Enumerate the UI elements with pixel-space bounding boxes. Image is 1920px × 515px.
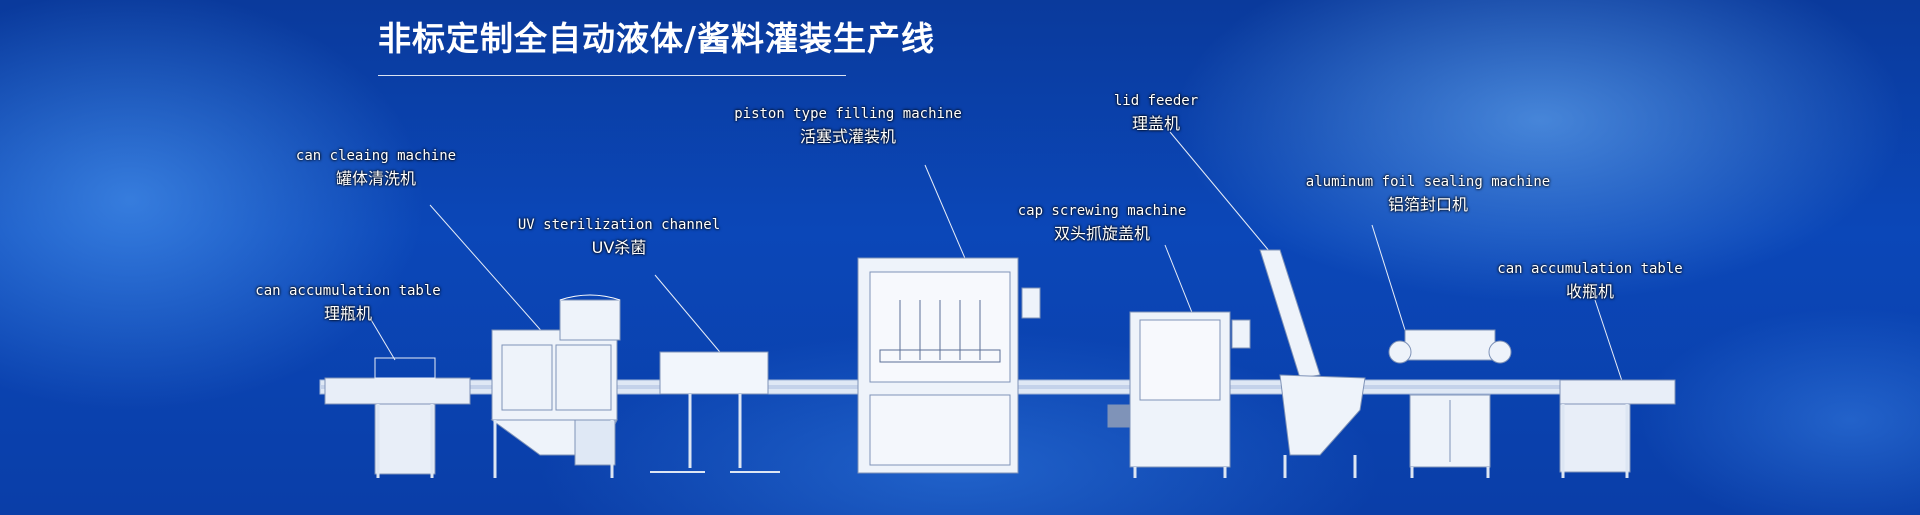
label-cap-screwing: cap screwing machine 双头抓旋盖机 [1018, 202, 1187, 245]
cap-screwing-machine [1107, 311, 1251, 478]
left-accumulation-table [324, 357, 471, 478]
piston-filling-machine [857, 257, 1041, 474]
label-en: can accumulation table [1497, 261, 1683, 277]
label-en: UV sterilization channel [517, 217, 721, 233]
can-cleaning-machine [490, 294, 621, 478]
label-can-accumulation-right: can accumulation table 收瓶机 [1497, 260, 1682, 303]
label-lid-feeder: lid feeder 理盖机 [1114, 92, 1198, 135]
label-en: piston type filling machine [734, 106, 962, 122]
label-zh: 罐体清洗机 [335, 169, 416, 188]
label-foil-sealing: aluminum foil sealing machine 铝箔封口机 [1306, 173, 1550, 216]
label-zh: 收瓶机 [1565, 282, 1614, 301]
label-en: can cleaing machine [295, 148, 457, 164]
label-en: can accumulation table [255, 283, 441, 299]
label-can-accumulation-left: can accumulation table 理瓶机 [255, 282, 440, 325]
label-zh: 活塞式灌装机 [799, 127, 897, 146]
label-zh: 理瓶机 [323, 304, 372, 323]
foil-sealing-machine [1388, 329, 1512, 478]
title-underline [378, 75, 846, 76]
lid-feeder [1259, 249, 1366, 478]
label-uv-sterilization: UV sterilization channel UV杀菌 [518, 216, 720, 259]
uv-sterilization-channel [650, 351, 780, 473]
label-en: lid feeder [1113, 93, 1199, 109]
label-zh: 理盖机 [1131, 114, 1181, 133]
page-title: 非标定制全自动液体/酱料灌装生产线 [378, 19, 936, 58]
label-en: cap screwing machine [1017, 203, 1187, 219]
label-zh: 双头抓旋盖机 [1053, 224, 1151, 243]
label-en: aluminum foil sealing machine [1305, 174, 1551, 190]
label-can-cleaning: can cleaing machine 罐体清洗机 [296, 147, 456, 190]
label-piston-filling: piston type filling machine 活塞式灌装机 [734, 105, 962, 148]
label-zh: UV杀菌 [591, 238, 647, 257]
label-zh: 铝箔封口机 [1387, 195, 1468, 214]
right-accumulation-table [1559, 379, 1676, 478]
